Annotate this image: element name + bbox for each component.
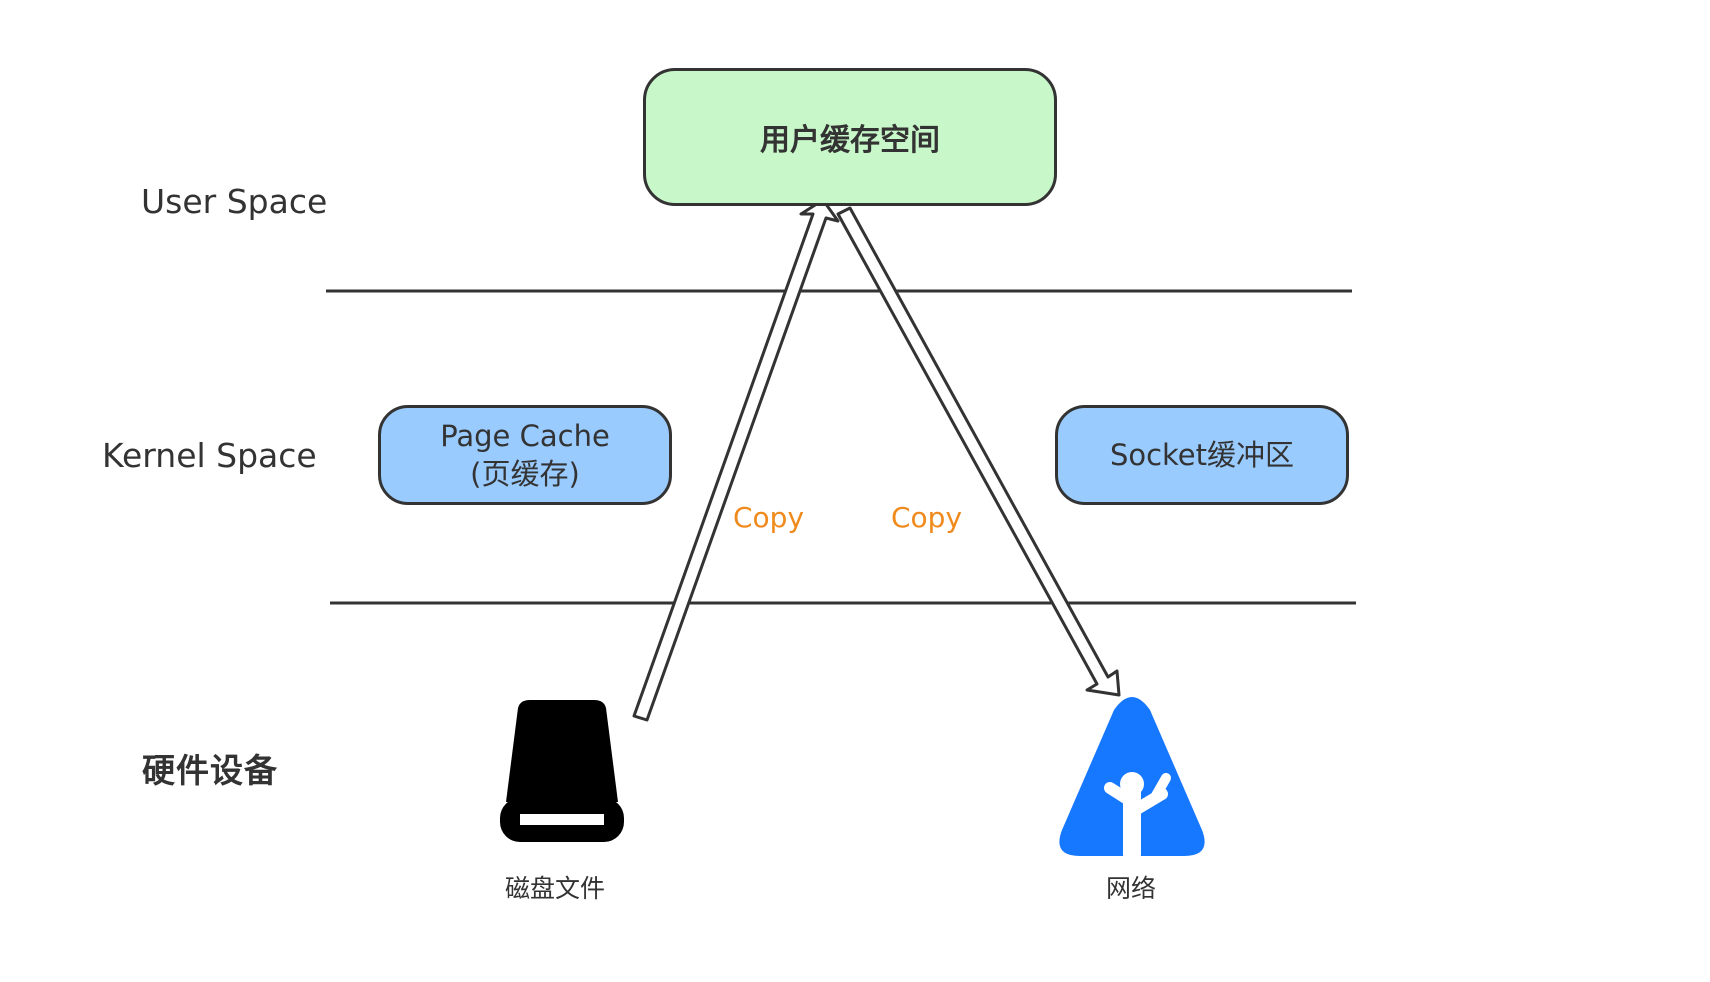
disk-file-label: 磁盘文件 xyxy=(505,874,606,903)
page-cache-box: Page Cache (页缓存) xyxy=(378,405,672,505)
layer-label-hardware: 硬件设备 xyxy=(142,751,278,790)
user-buffer-label: 用户缓存空间 xyxy=(760,123,940,158)
arrow-disk-to-user xyxy=(632,198,840,722)
network-tree-icon xyxy=(1059,697,1205,856)
network-label: 网络 xyxy=(1106,874,1157,903)
copy-label-left: Copy xyxy=(733,501,805,534)
layer-label-user-space: User Space xyxy=(141,182,328,221)
layer-label-kernel-space: Kernel Space xyxy=(102,436,317,475)
socket-buffer-label: Socket缓冲区 xyxy=(1109,438,1295,472)
arrow-user-to-network xyxy=(836,206,1121,697)
disk-drive-icon xyxy=(500,700,624,842)
user-buffer-box: 用户缓存空间 xyxy=(643,68,1057,206)
page-cache-sublabel: (页缓存) xyxy=(470,457,580,491)
page-cache-label: Page Cache xyxy=(440,419,610,453)
socket-buffer-box: Socket缓冲区 xyxy=(1055,405,1349,505)
copy-label-right: Copy xyxy=(891,501,963,534)
